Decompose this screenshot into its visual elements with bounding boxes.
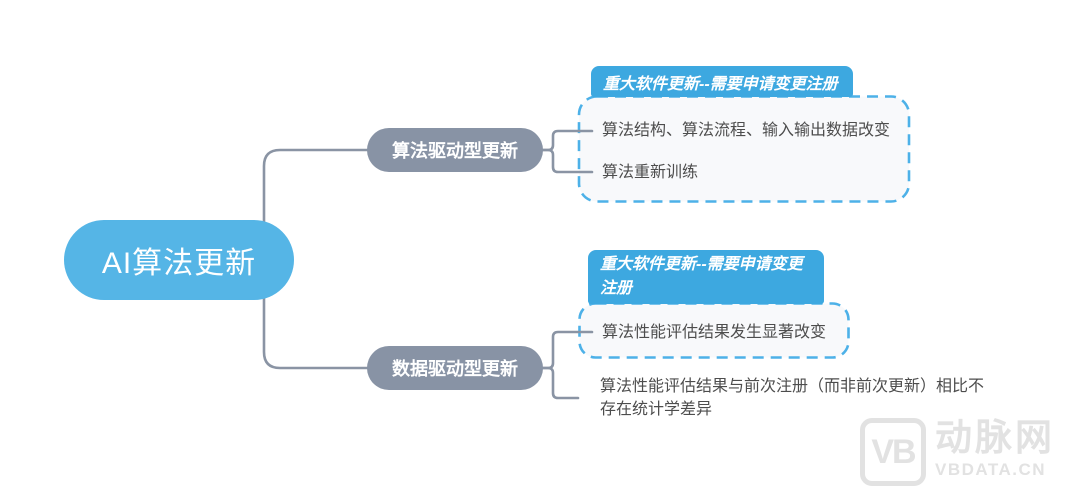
detail-item: 算法性能评估结果发生显著改变 — [602, 324, 827, 341]
branch2-note-connector — [541, 366, 580, 400]
vb-logo-icon: VB — [860, 418, 926, 486]
root-node[interactable]: AI算法更新 — [64, 220, 294, 300]
detail-item: 算法结构、算法流程、输入输出数据改变 — [602, 122, 891, 139]
detail-item: 算法重新训练 — [602, 164, 699, 181]
branch-node-data-driven[interactable]: 数据驱动型更新 — [367, 346, 543, 390]
watermark: VB 动脉网 VBDATA.CN — [860, 418, 1055, 486]
branch-node-algorithm-driven[interactable]: 算法驱动型更新 — [367, 128, 543, 172]
detail-header-data-driven: 重大软件更新--需要申请变更注册 — [588, 250, 824, 304]
detail-note: 算法性能评估结果与前次注册（而非前次更新）相比不存在统计学差异 — [600, 378, 985, 418]
branch1-item2-connector — [541, 148, 594, 174]
dashed-box-algorithm-driven — [577, 95, 911, 203]
detail-header-algorithm-driven: 重大软件更新--需要申请变更注册 — [591, 66, 853, 97]
watermark-domain: VBDATA.CN — [935, 460, 1047, 479]
watermark-brand-name: 动脉网 — [935, 417, 1055, 458]
watermark-text: 动脉网 VBDATA.CN — [935, 418, 1055, 480]
